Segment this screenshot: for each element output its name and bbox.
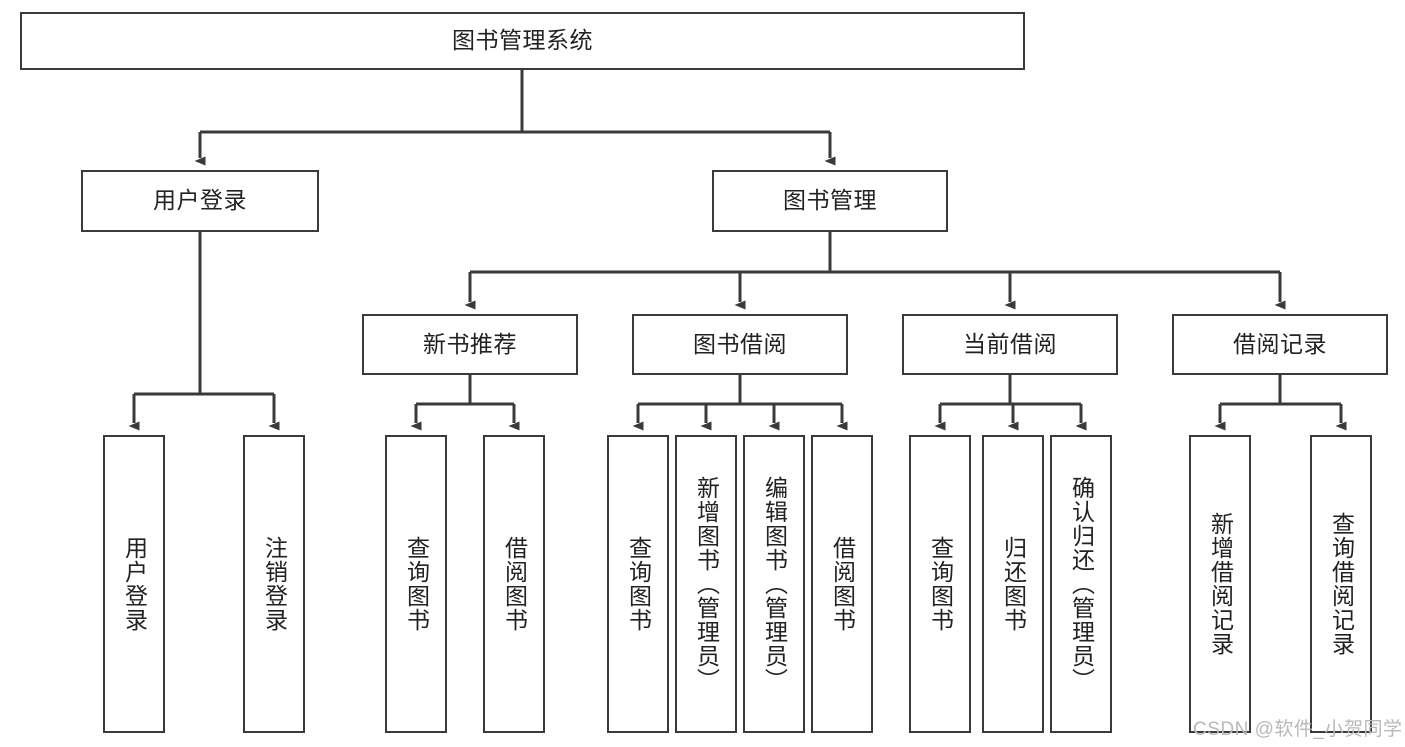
edge-userlogin-to-leaves bbox=[128, 232, 280, 431]
leaf-label: 编辑图书（管理员） bbox=[761, 476, 788, 692]
edge-root-to-level2 bbox=[194, 70, 836, 166]
node-book-management[interactable]: 图书管理 bbox=[712, 170, 948, 232]
leaf-edit-book-admin[interactable]: 编辑图书（管理员） bbox=[743, 435, 805, 733]
leaf-add-borrow-record[interactable]: 新增借阅记录 bbox=[1189, 435, 1251, 733]
leaf-label: 新增图书（管理员） bbox=[693, 476, 720, 692]
leaf-query-books-borrow[interactable]: 查询图书 bbox=[607, 435, 669, 733]
leaf-confirm-return-admin[interactable]: 确认归还（管理员） bbox=[1050, 435, 1112, 733]
leaf-label: 新增借阅记录 bbox=[1207, 512, 1234, 656]
leaf-return-book[interactable]: 归还图书 bbox=[982, 435, 1044, 733]
edge-recommend-to-leaves bbox=[410, 375, 520, 431]
leaf-logout-login[interactable]: 注销登录 bbox=[243, 435, 305, 733]
edge-borrowrecord-to-leaves bbox=[1214, 375, 1347, 431]
node-user-login[interactable]: 用户登录 bbox=[81, 170, 319, 232]
leaf-query-borrow-record[interactable]: 查询借阅记录 bbox=[1310, 435, 1372, 733]
node-book-borrow[interactable]: 图书借阅 bbox=[632, 314, 848, 375]
leaf-query-books-recommend[interactable]: 查询图书 bbox=[385, 435, 447, 733]
node-book-management-system[interactable]: 图书管理系统 bbox=[20, 12, 1025, 70]
leaf-label: 借阅图书 bbox=[829, 536, 856, 632]
edge-currentborrow-to-leaves bbox=[934, 375, 1087, 431]
edge-bookmgmt-to-level3 bbox=[464, 232, 1286, 310]
leaf-user-login[interactable]: 用户登录 bbox=[103, 435, 165, 733]
leaf-borrow-books-recommend[interactable]: 借阅图书 bbox=[483, 435, 545, 733]
leaf-label: 查询图书 bbox=[927, 536, 954, 632]
node-current-borrow[interactable]: 当前借阅 bbox=[902, 314, 1118, 375]
leaf-label: 注销登录 bbox=[261, 536, 288, 632]
leaf-label: 查询图书 bbox=[403, 536, 430, 632]
leaf-add-book-admin[interactable]: 新增图书（管理员） bbox=[675, 435, 737, 733]
leaf-label: 借阅图书 bbox=[501, 536, 528, 632]
leaf-borrow-book[interactable]: 借阅图书 bbox=[811, 435, 873, 733]
node-new-book-recommend[interactable]: 新书推荐 bbox=[362, 314, 578, 375]
leaf-label: 查询借阅记录 bbox=[1328, 512, 1355, 656]
node-borrow-record[interactable]: 借阅记录 bbox=[1172, 314, 1388, 375]
leaf-label: 用户登录 bbox=[121, 536, 148, 632]
leaf-label: 确认归还（管理员） bbox=[1068, 476, 1095, 692]
leaf-label: 归还图书 bbox=[1000, 536, 1027, 632]
leaf-query-books-current[interactable]: 查询图书 bbox=[909, 435, 971, 733]
edge-bookborrow-to-leaves bbox=[632, 375, 848, 431]
leaf-label: 查询图书 bbox=[625, 536, 652, 632]
csdn-watermark: CSDN @软件_小贺同学 bbox=[1193, 719, 1403, 740]
